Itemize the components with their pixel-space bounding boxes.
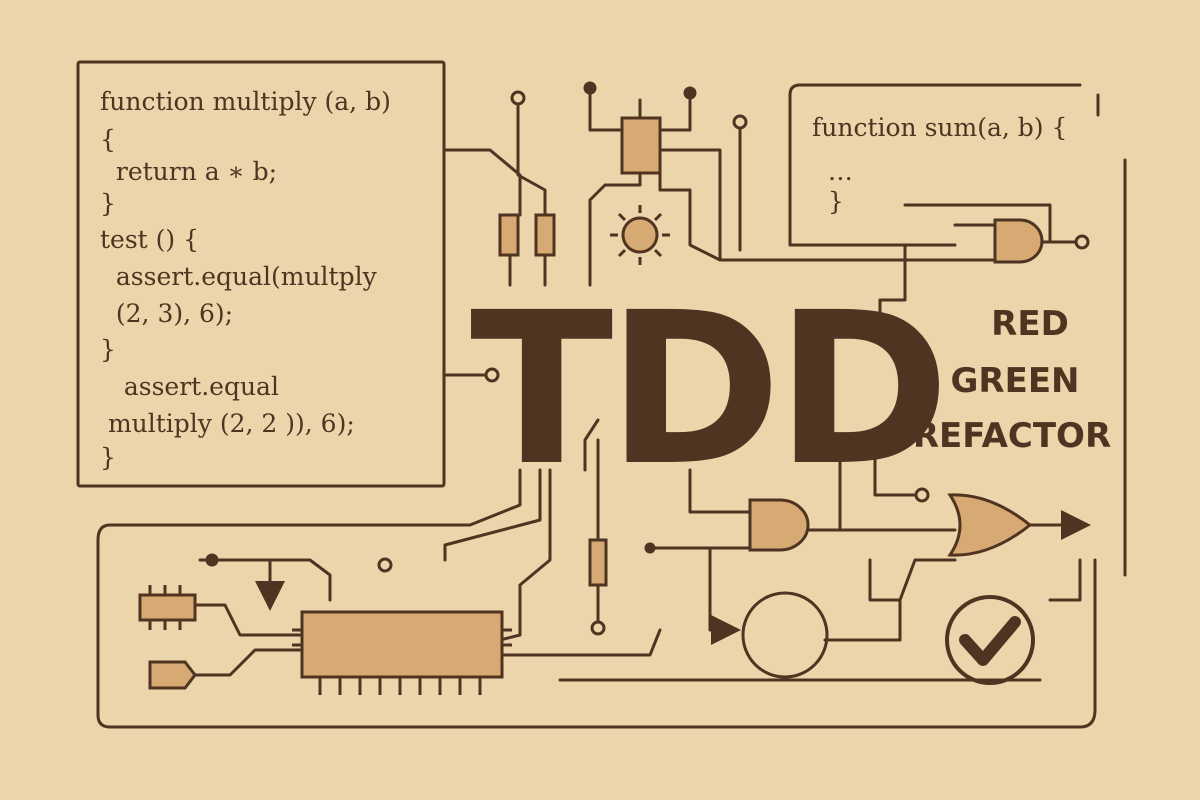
code-line: assert.equal(multply	[100, 262, 378, 291]
code-line: …	[812, 157, 853, 186]
code-left: function multiply (a, b) { return a ∗ b;…	[100, 87, 391, 472]
resistor	[588, 538, 608, 587]
code-line: (2, 3), 6);	[100, 299, 233, 328]
terminal-node	[510, 90, 526, 106]
terminal-node	[377, 557, 393, 573]
terminal-node	[732, 114, 748, 130]
code-line: multiply (2, 2 )), 6);	[100, 409, 355, 438]
resistor	[498, 213, 520, 257]
resistor	[534, 213, 556, 257]
code-line: }	[812, 187, 844, 216]
title-tdd: TDD	[470, 267, 944, 512]
code-bracket-right	[788, 83, 1082, 247]
code-line: }	[100, 189, 116, 218]
terminal-node	[1074, 234, 1090, 250]
terminal-node	[484, 367, 500, 383]
lamp-icon	[610, 205, 670, 265]
code-line: }	[100, 443, 116, 472]
ic-chip	[300, 610, 504, 679]
small-chip	[138, 593, 197, 622]
chip-top	[620, 116, 662, 175]
motto-red: RED	[991, 304, 1069, 344]
motto-green: GREEN	[951, 361, 1080, 401]
code-box-left	[76, 60, 446, 488]
and-gate-middle	[748, 498, 810, 552]
code-line: test () {	[100, 225, 199, 254]
trace-outer-loop	[96, 468, 1097, 729]
code-line: function sum(a, b) {	[812, 113, 1067, 142]
code-line: {	[100, 125, 116, 154]
code-line: function multiply (a, b)	[100, 87, 391, 116]
and-gate-top	[993, 218, 1044, 264]
checkmark-icon	[945, 595, 1035, 685]
motto-refactor: REFACTOR	[913, 416, 1111, 456]
trace-code-link	[443, 148, 522, 217]
code-right: function sum(a, b) { … }	[812, 113, 1067, 216]
connector	[148, 660, 197, 690]
code-line: }	[100, 335, 116, 364]
terminal-node	[644, 542, 656, 554]
code-line: assert.equal	[100, 372, 279, 401]
terminal-node	[914, 487, 930, 503]
code-line: return a ∗ b;	[100, 157, 277, 186]
terminal-node	[590, 620, 606, 636]
empty-circle	[741, 591, 829, 679]
or-gate	[947, 493, 1033, 557]
